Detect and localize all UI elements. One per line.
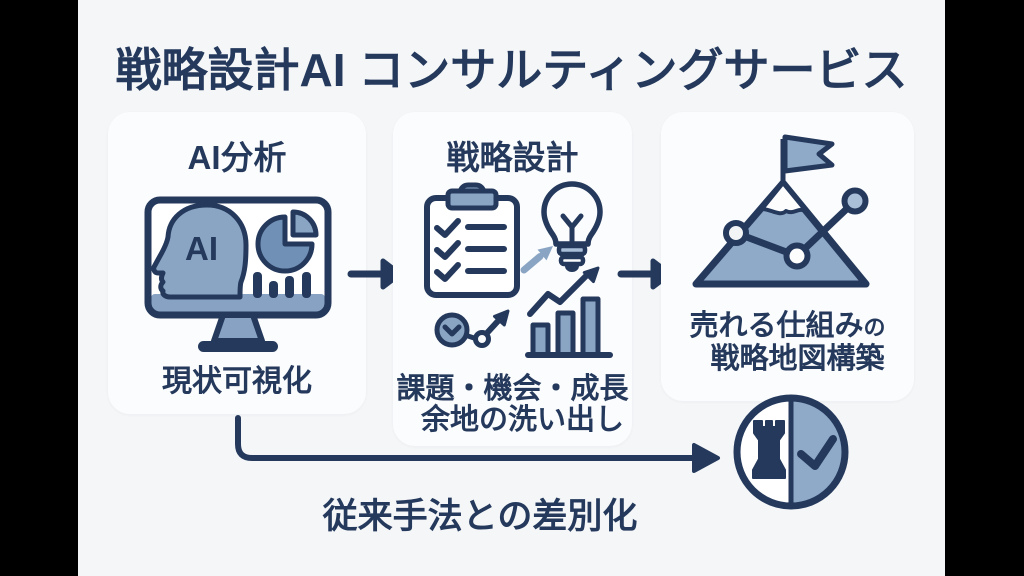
elbow-arrow-icon — [235, 415, 720, 473]
progress-check-icon — [434, 309, 510, 348]
letterbox-right — [945, 0, 1024, 576]
slide-content: 戦略設計AI コンサルティングサービス AI分析 AI 現状可視化 — [78, 0, 945, 576]
analysis-heading: AI分析 — [187, 139, 287, 176]
mountain-flag-chart-icon — [692, 134, 870, 288]
checkmark-icon — [797, 435, 837, 470]
lightbulb-icon — [541, 181, 603, 272]
chess-rook-check-icon — [733, 394, 849, 510]
goal-caption-line2: 戦略地図構築 — [710, 343, 885, 375]
rook-icon — [752, 420, 786, 479]
strategy-heading: 戦略設計 — [446, 139, 579, 176]
arrow-right-icon — [347, 258, 403, 290]
bypass-label: 従来手法との差別化 — [322, 497, 638, 536]
goal-caption-line1-main: 売れる仕組み — [689, 310, 864, 342]
head-profile-icon — [151, 202, 249, 300]
flag-icon — [782, 134, 835, 174]
letterbox-left — [0, 0, 78, 576]
goal-caption-line1-suffix: の — [863, 315, 886, 340]
rising-arrow-icon — [520, 246, 553, 274]
monitor-ai-label: AI — [185, 230, 218, 267]
ai-monitor-icon: AI — [144, 196, 332, 352]
checklist-clipboard-icon — [424, 182, 520, 298]
strategy-caption-line1: 課題・機会・成長 — [396, 373, 629, 405]
strategy-caption-line2: 余地の洗い出し — [420, 404, 624, 436]
page-title: 戦略設計AI コンサルティングサービス — [115, 44, 908, 96]
analysis-caption: 現状可視化 — [162, 365, 312, 398]
pie-chart-icon — [255, 214, 315, 274]
growth-chart-icon — [525, 266, 613, 358]
mini-bar-chart-icon — [253, 272, 311, 298]
goal-caption-line1: 売れる仕組みの — [661, 311, 914, 343]
